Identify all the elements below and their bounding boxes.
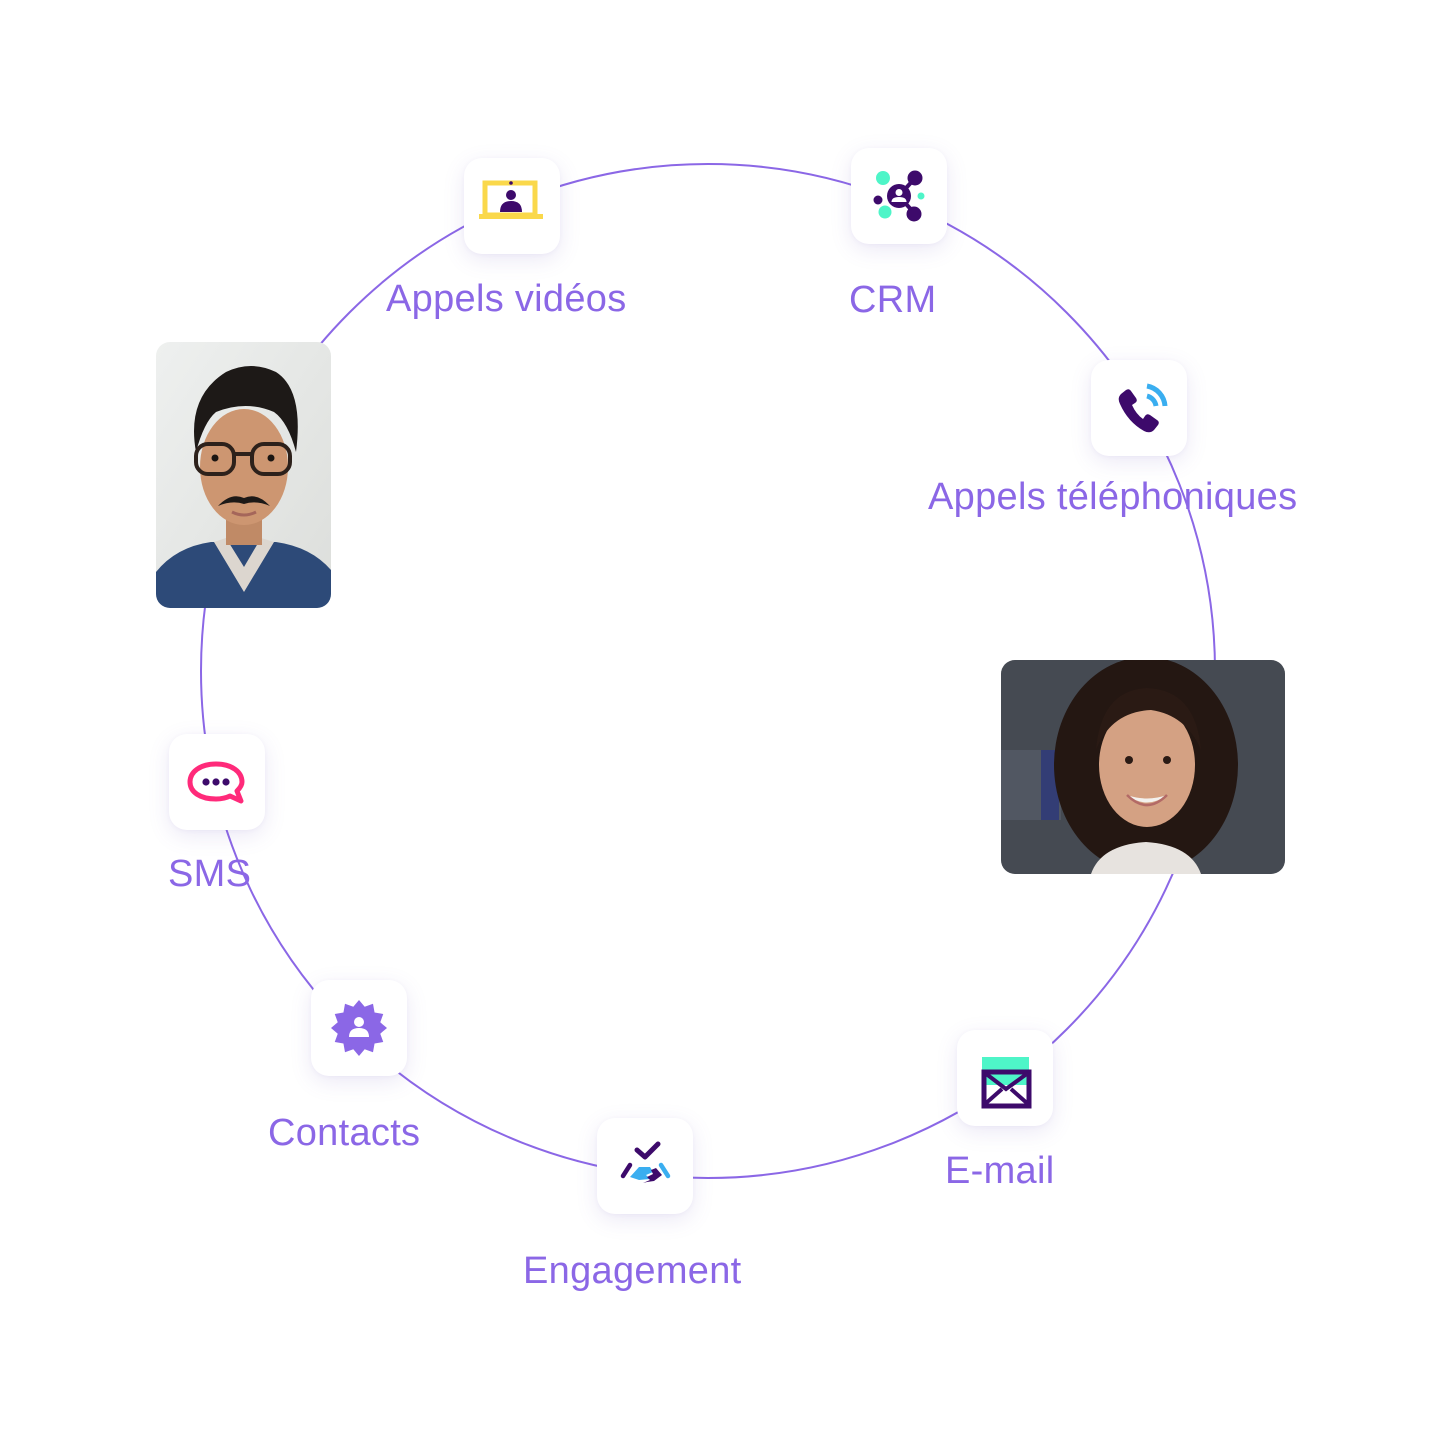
label-engagement: Engagement: [523, 1250, 742, 1292]
tile-sms[interactable]: [169, 734, 265, 830]
woman-photo: [1001, 660, 1285, 874]
laptop-video-call-icon: [479, 180, 543, 219]
tile-email[interactable]: [957, 1030, 1053, 1126]
label-email: E-mail: [945, 1150, 1055, 1192]
tile-video-calls[interactable]: [464, 158, 560, 254]
label-contacts: Contacts: [268, 1112, 421, 1154]
label-sms: SMS: [168, 853, 252, 895]
tile-engagement[interactable]: [597, 1118, 693, 1214]
phone-ringing-icon: [1118, 383, 1168, 433]
badge-person-icon: [331, 1000, 387, 1056]
portrait-woman: [1001, 660, 1285, 874]
tile-contacts[interactable]: [311, 980, 407, 1076]
envelope-icon: [981, 1057, 1032, 1109]
portrait-man: [156, 342, 331, 608]
tile-crm[interactable]: [851, 148, 947, 244]
tile-phone-calls[interactable]: [1091, 360, 1187, 456]
man-photo: [156, 342, 331, 608]
label-crm: CRM: [849, 279, 937, 321]
label-phone-calls: Appels téléphoniques: [928, 476, 1298, 518]
label-video-calls: Appels vidéos: [386, 278, 627, 320]
handshake-check-icon: [620, 1141, 671, 1184]
chat-bubble-icon: [187, 761, 245, 804]
network-person-icon: [873, 170, 925, 222]
